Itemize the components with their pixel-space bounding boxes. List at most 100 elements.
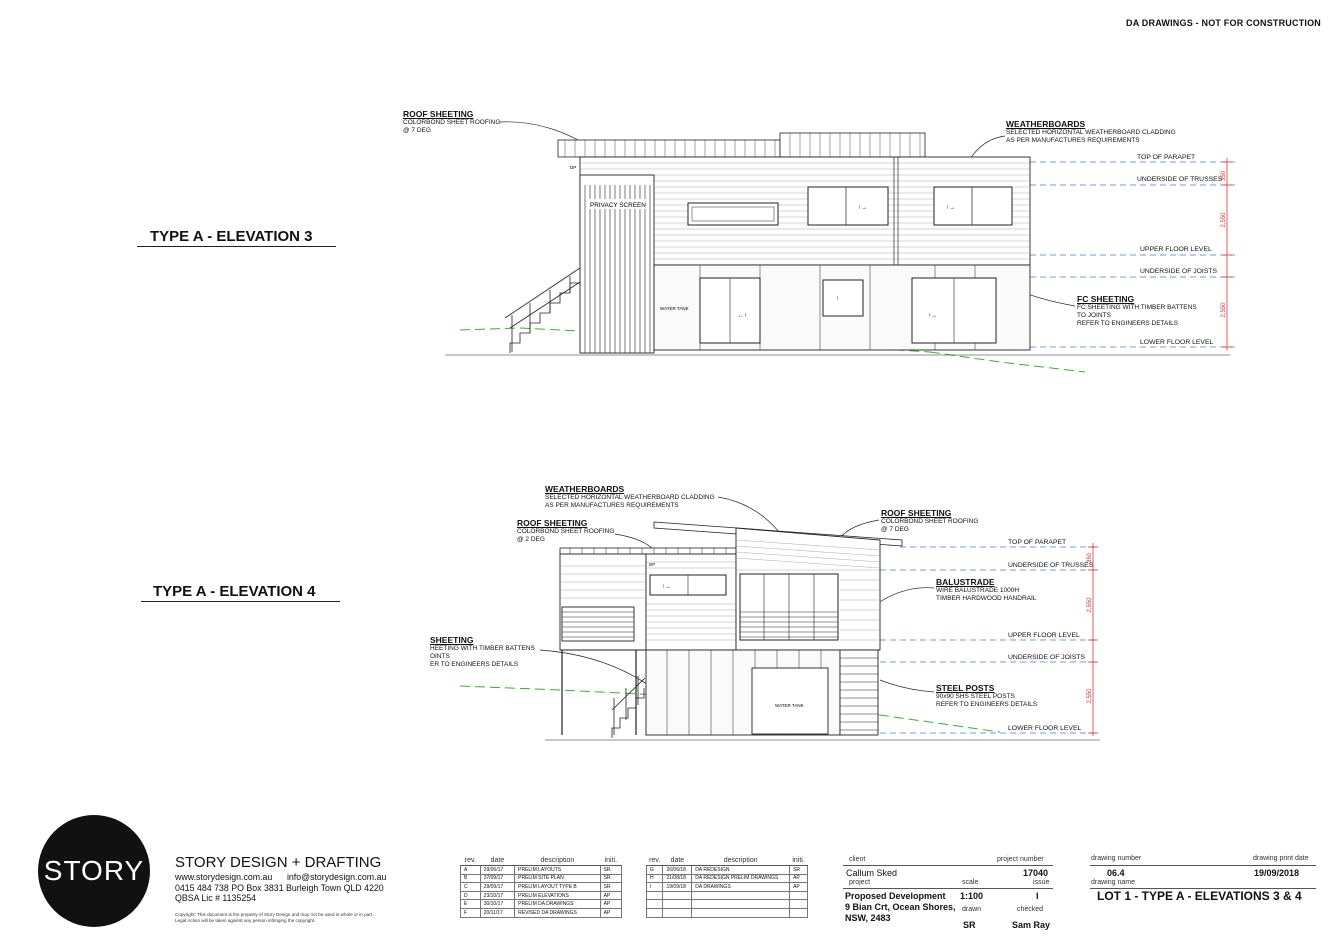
drawn-label: drawn: [962, 906, 982, 913]
drawing-name-label: drawing name: [1091, 879, 1135, 886]
e4-steel-posts-heading: STEEL POSTS: [936, 683, 995, 693]
table-row: [645, 890, 808, 901]
e4-level-underside-joists: UNDERSIDE OF JOISTS: [1008, 654, 1086, 661]
project-address-1: 9 Bian Crt, Ocean Shores,: [845, 902, 956, 912]
print-date-label: drawing print date: [1253, 855, 1309, 862]
e3-dp-label: DP: [570, 165, 576, 170]
e4-weatherboards-note: SELECTED HORIZONTAL WEATHERBOARD CLADDIN…: [545, 494, 715, 509]
checked-value: Sam Ray: [1012, 920, 1051, 930]
issue-label: issue: [1033, 879, 1050, 886]
project-number: 17040: [1023, 868, 1049, 878]
client-label: client: [849, 856, 866, 863]
drawing-number-label: drawing number: [1091, 855, 1142, 862]
e4-balustrade-heading: BALUSTRADE: [936, 577, 995, 587]
elevation-4-drawing: 350 2,550 2,550 ↑→ WATER TANK DP: [459, 496, 1100, 741]
tb-divider-1: [843, 865, 1053, 866]
e3-level-top-parapet: TOP OF PARAPET: [1137, 154, 1196, 161]
scale-value: 1:100: [960, 891, 984, 901]
table-row: [645, 899, 808, 909]
e4-level-underside-trusses: UNDERSIDE OF TRUSSES: [1008, 562, 1094, 569]
e3-level-underside-joists: UNDERSIDE OF JOISTS: [1140, 268, 1218, 275]
e3-level-lower-floor: LOWER FLOOR LEVEL: [1140, 339, 1214, 346]
drawing-status-stamp: DA DRAWINGS - NOT FOR CONSTRUCTION: [1126, 18, 1321, 28]
client-name: Callum Sked: [846, 868, 898, 878]
e3-fc-heading: FC SHEETING: [1077, 294, 1135, 304]
e3-roof-heading: ROOF SHEETING: [403, 109, 474, 119]
e4-dim-350: 350: [1087, 552, 1093, 563]
issue-value: I: [1036, 891, 1039, 901]
e3-roof-note: COLORBOND SHEET ROOFING@ 7 DEG: [403, 119, 501, 134]
scale-label: scale: [962, 879, 979, 886]
firm-phone-po: 0415 484 738 PO Box 3831 Burleigh Town Q…: [175, 882, 384, 893]
copyright-notice: Copyright: This document is the property…: [175, 912, 374, 923]
checked-label: checked: [1017, 906, 1044, 913]
tb-divider-4: [1090, 888, 1316, 889]
description-col-header: description: [514, 855, 601, 866]
initials-col-header: initi.: [600, 855, 622, 866]
e4-level-top-parapet: TOP OF PARAPET: [1008, 539, 1067, 546]
description-col-header: description: [691, 855, 790, 866]
e3-dim-350: 350: [1221, 170, 1227, 181]
svg-text:↑→: ↑→: [946, 205, 955, 211]
drawing-number: 06.4: [1107, 868, 1125, 878]
story-logo: STORY: [38, 815, 150, 927]
rev-col-header: rev.: [460, 855, 481, 866]
elevation-4-title-underline: [141, 601, 340, 602]
e4-roof-left-note: COLORBOND SHEET ROOFING@ 2 DEG: [517, 528, 615, 543]
e3-privacy-screen-label: PRIVACY SCREEN: [590, 202, 646, 209]
project-address-2: NSW, 2483: [845, 913, 891, 923]
e3-level-underside-trusses: UNDERSIDE OF TRUSSES: [1137, 176, 1223, 183]
svg-text:←↑: ←↑: [738, 313, 747, 319]
project-name: Proposed Development: [845, 891, 946, 901]
tb-divider-3: [1090, 865, 1316, 866]
e3-dim-2550-lower: 2,550: [1221, 302, 1227, 318]
svg-text:↑: ↑: [836, 296, 839, 302]
e3-level-upper-floor: UPPER FLOOR LEVEL: [1140, 246, 1212, 253]
project-label: project: [849, 879, 871, 886]
tb-divider-2: [843, 888, 1053, 889]
e3-dim-2550-upper: 2,550: [1221, 212, 1227, 228]
firm-contact: www.storydesign.com.au info@storydesign.…: [175, 872, 386, 904]
e3-weatherboards-heading: WEATHERBOARDS: [1006, 119, 1086, 129]
e4-level-lower-floor: LOWER FLOOR LEVEL: [1008, 725, 1082, 732]
elevation-3-title-underline: [137, 246, 336, 247]
e3-weatherboards-note: SELECTED HORIZONTAL WEATHERBOARD CLADDIN…: [1006, 129, 1176, 144]
svg-text:↑→: ↑→: [858, 205, 867, 211]
e4-roof-left-heading: ROOF SHEETING: [517, 518, 588, 528]
project-number-label: project number: [997, 856, 1044, 863]
svg-text:↑→: ↑→: [928, 313, 937, 319]
e4-dim-2550-lower: 2,550: [1087, 688, 1093, 704]
drawn-value: SR: [963, 920, 976, 930]
rev-col-header: rev.: [646, 855, 663, 866]
e4-dim-2550-upper: 2,550: [1087, 597, 1093, 613]
svg-text:↑→: ↑→: [662, 584, 671, 590]
e4-level-upper-floor: UPPER FLOOR LEVEL: [1008, 632, 1080, 639]
firm-qbsa: QBSA Lic # 1135254: [175, 893, 257, 903]
e4-dp-label: DP: [649, 562, 655, 567]
table-row: [645, 907, 808, 918]
e4-water-tank-label: WATER TANK: [775, 703, 804, 708]
elevation-3-drawing: 350 2,550 2,550 ↑→ ↑→ PRIVACY SCREEN ←↑ ↑ ↑…: [445, 121, 1235, 373]
elevation-3-title: TYPE A - ELEVATION 3: [150, 228, 313, 245]
firm-web-email: www.storydesign.com.au info@storydesign.…: [175, 872, 387, 882]
e3-water-tank-label: WATER TANK: [660, 306, 689, 311]
date-col-header: date: [662, 855, 692, 866]
e4-weatherboards-heading: WEATHERBOARDS: [545, 484, 625, 494]
e4-roof-right-note: COLORBOND SHEET ROOFING@ 7 DEG: [881, 518, 979, 533]
firm-name: STORY DESIGN + DRAFTING: [175, 854, 382, 871]
print-date: 19/09/2018: [1254, 868, 1300, 878]
drawing-name: LOT 1 - TYPE A - ELEVATIONS 3 & 4: [1097, 889, 1302, 903]
